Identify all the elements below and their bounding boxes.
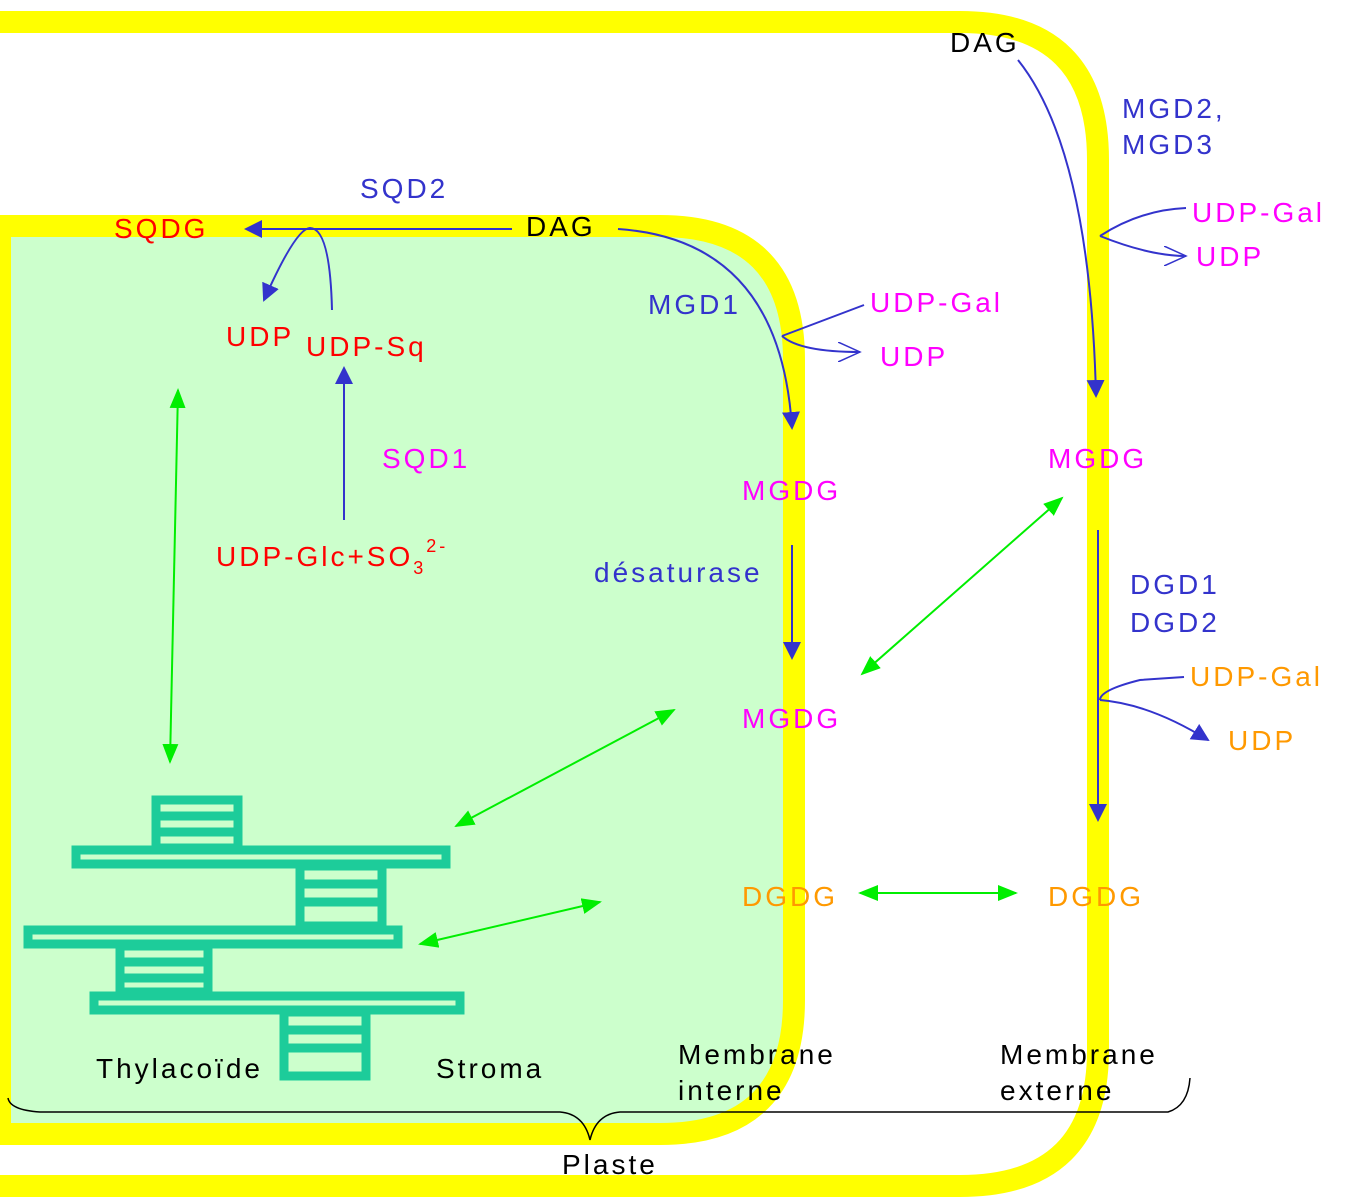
sqd1-label: SQD1	[382, 443, 470, 474]
udp-gal-outer-label: UDP-Gal	[1192, 197, 1325, 228]
thylakoid-label: Thylacoïde	[96, 1053, 263, 1084]
mgdg-inner-2-label: MGDG	[742, 703, 841, 734]
mgdg-inner-1-label: MGDG	[742, 475, 841, 506]
udp-glc-label: UDP-Glc+SO32-	[216, 536, 448, 578]
membrane-externe-label-1: Membrane	[1000, 1039, 1158, 1070]
udp-outer-label: UDP	[1196, 241, 1264, 272]
mgd23-udp-out	[1099, 235, 1186, 256]
dgd-udp-out	[1099, 699, 1210, 742]
stroma-label: Stroma	[436, 1053, 544, 1084]
udp-sq-label: UDP-Sq	[306, 331, 427, 362]
exchange-arrows	[162, 388, 1064, 948]
plaste-brace	[7, 1077, 1191, 1141]
dgd-udpgal-in	[1099, 676, 1185, 701]
sqdg-label: SQDG	[114, 213, 208, 244]
udp-release-sqd2	[262, 226, 333, 311]
mgdg-outer-label: MGDG	[1048, 443, 1147, 474]
sqd2-label: SQD2	[360, 173, 448, 204]
enzyme-arrows	[244, 59, 1210, 822]
udp-inner-left-label: UDP	[226, 321, 294, 352]
mgd1-udpgal-in	[781, 304, 865, 337]
dgdg-inner-label: DGDG	[742, 881, 838, 912]
mgd23-label-2: MGD3	[1122, 129, 1215, 160]
membrane-externe-label-2: externe	[1000, 1075, 1114, 1106]
mgd23-udpgal-in	[1099, 207, 1187, 237]
dag-outer-label: DAG	[950, 27, 1020, 58]
desaturase-label: désaturase	[594, 557, 763, 588]
dgd-label-1: DGD1	[1130, 569, 1220, 600]
udp-gal-dgd-label: UDP-Gal	[1190, 661, 1323, 692]
dgd-label-2: DGD2	[1130, 607, 1220, 638]
mgd23-label-1: MGD2,	[1122, 93, 1226, 124]
udp-inner-label: UDP	[880, 341, 948, 372]
mgd1-udp-out	[781, 335, 860, 352]
plaste-label: Plaste	[562, 1149, 658, 1180]
mgd1-arrow	[617, 228, 800, 430]
mgd1-label: MGD1	[648, 289, 741, 320]
udp-dgd-label: UDP	[1228, 725, 1296, 756]
dag-inner-label: DAG	[526, 211, 596, 242]
membrane-interne-label-1: Membrane	[678, 1039, 836, 1070]
dgdg-outer-label: DGDG	[1048, 881, 1144, 912]
udp-gal-inner-label: UDP-Gal	[870, 287, 1003, 318]
mgd23-arrow	[1017, 59, 1105, 398]
membrane-interne-label-2: interne	[678, 1075, 785, 1106]
thylakoid-stacks	[23, 795, 465, 1081]
